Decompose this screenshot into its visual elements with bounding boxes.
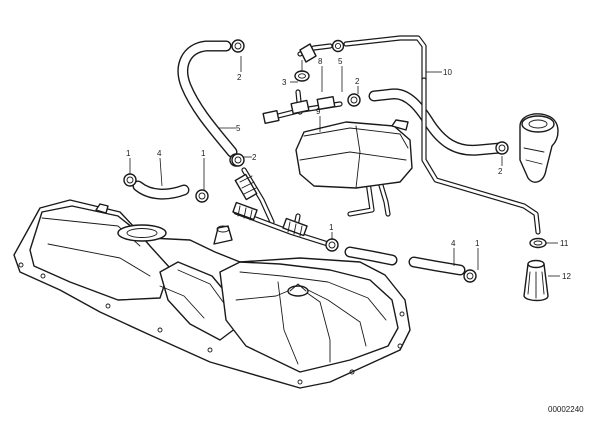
document-number: 00002240 [548,405,584,414]
callout-10: 10 [443,68,452,77]
callout-9: 9 [316,107,321,116]
filler-cap-parts [523,237,549,302]
fuel-tank [13,199,411,389]
callout-1a: 1 [126,149,131,158]
callout-12: 12 [562,272,571,281]
callout-2d: 2 [498,167,503,176]
callout-2a: 2 [237,73,242,82]
callout-leaders [129,56,560,277]
activated-charcoal-canister [295,119,413,189]
callout-labels: 1 4 1 2 2 3 8 5 5 2 10 9 2 1 4 1 11 12 [126,57,571,281]
callout-2b: 2 [252,153,257,162]
callout-4b: 4 [451,239,456,248]
callout-5a: 5 [338,57,343,66]
callout-4a: 4 [157,149,162,158]
callout-1c: 1 [329,223,334,232]
callout-5b: 5 [236,124,241,133]
callout-2c: 2 [355,77,360,86]
callout-11: 11 [560,239,569,248]
callout-1d: 1 [475,239,480,248]
callout-8: 8 [318,57,323,66]
callout-3: 3 [282,78,287,87]
callout-1b: 1 [201,149,206,158]
fittings [123,39,509,283]
vent-valve-housing [519,113,559,183]
